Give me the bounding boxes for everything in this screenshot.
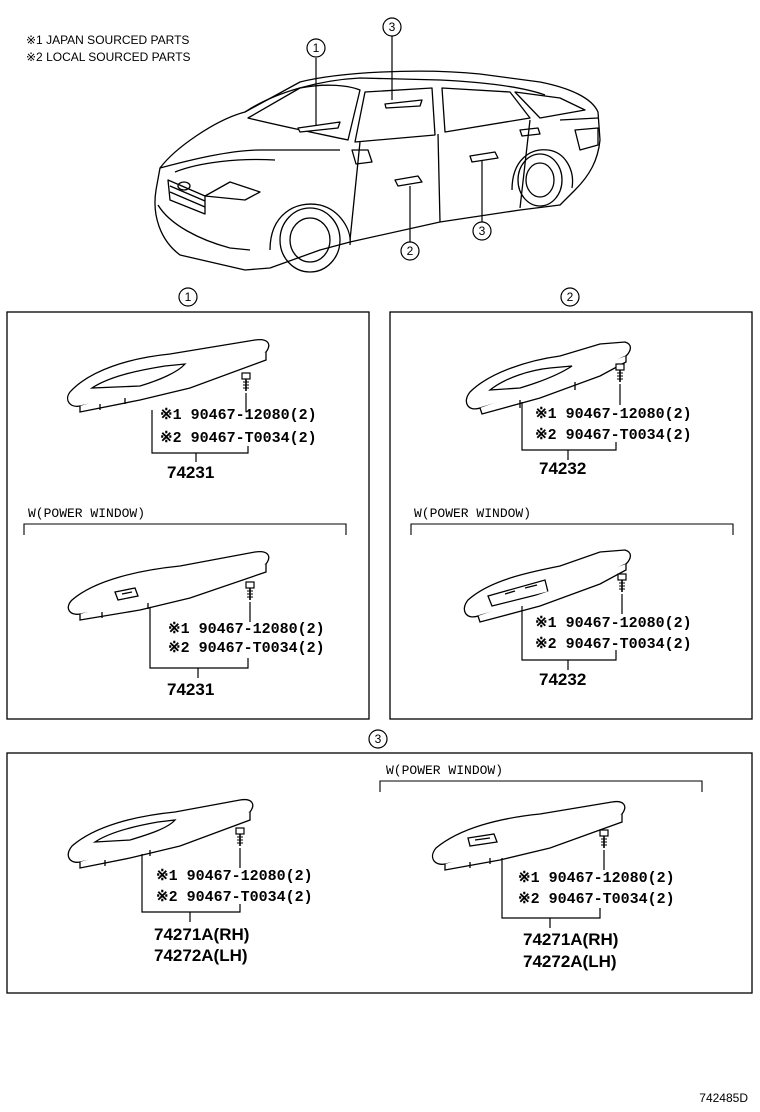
panel2-std-screw-local: ※2 90467-T0034(2) [535, 427, 692, 444]
panel1-pw-part-number: 74231 [167, 680, 214, 699]
panel3-std-switch-base [67, 798, 254, 869]
panel2-condition: W(POWER WINDOW) [414, 506, 531, 521]
panel3-pw-screw-local: ※2 90467-T0034(2) [518, 891, 675, 908]
panel1-frame [6, 311, 370, 720]
panel2-frame [389, 311, 753, 720]
panel3-pw-part-rh: 74271A(RH) [523, 930, 618, 949]
panel1-pw-screw-local: ※2 90467-T0034(2) [168, 640, 325, 657]
panel2-std-screw-japan: ※1 90467-12080(2) [535, 406, 692, 423]
panel3-std-screw-local: ※2 90467-T0034(2) [156, 889, 313, 906]
panel1-callout: 1 [178, 287, 198, 307]
panel2-callout: 2 [560, 287, 580, 307]
figure-id: 742485D [699, 1091, 748, 1105]
panel1-std-screw-japan: ※1 90467-12080(2) [160, 407, 317, 424]
panel3-pw-screw-japan: ※1 90467-12080(2) [518, 870, 675, 887]
panel3-std-part-rh: 74271A(RH) [154, 925, 249, 944]
panel2-pw-switch-base [463, 549, 632, 623]
svg-text:3: 3 [479, 224, 486, 238]
panel1-std-switch-base [66, 338, 270, 413]
panel3-callout: 3 [368, 729, 388, 749]
svg-text:2: 2 [567, 290, 574, 304]
panel1-condition: W(POWER WINDOW) [28, 506, 145, 521]
panel1-pw-switch-base [67, 550, 270, 621]
car-callout-1: 1 [306, 38, 326, 58]
car-callout-3-side: 3 [472, 221, 492, 241]
svg-text:1: 1 [313, 41, 320, 55]
svg-text:3: 3 [389, 20, 396, 34]
panel2-pw-screw-japan: ※1 90467-12080(2) [535, 615, 692, 632]
panel2-pw-screw-local: ※2 90467-T0034(2) [535, 636, 692, 653]
car-callout-3-top: 3 [382, 17, 402, 37]
svg-text:2: 2 [407, 244, 414, 258]
car-callout-2: 2 [400, 241, 420, 261]
panel1-std-screw-local: ※2 90467-T0034(2) [160, 430, 317, 447]
panel2-std-switch-base [465, 341, 632, 415]
panel2-std-part-number: 74232 [539, 459, 586, 478]
panel3-pw-switch-base [431, 800, 626, 871]
legend-japan: ※1 JAPAN SOURCED PARTS [26, 33, 189, 47]
svg-text:3: 3 [375, 732, 382, 746]
panel1-pw-screw-japan: ※1 90467-12080(2) [168, 621, 325, 638]
svg-text:1: 1 [185, 290, 192, 304]
panel2-pw-part-number: 74232 [539, 670, 586, 689]
panel3-frame [6, 752, 753, 994]
legend-local: ※2 LOCAL SOURCED PARTS [26, 50, 191, 64]
panel3-condition: W(POWER WINDOW) [386, 763, 503, 778]
panel3-pw-part-lh: 74272A(LH) [523, 952, 617, 971]
panel3-std-screw-japan: ※1 90467-12080(2) [156, 868, 313, 885]
car-illustration [154, 70, 601, 273]
panel1-std-part-number: 74231 [167, 463, 214, 482]
panel3-std-part-lh: 74272A(LH) [154, 946, 248, 965]
